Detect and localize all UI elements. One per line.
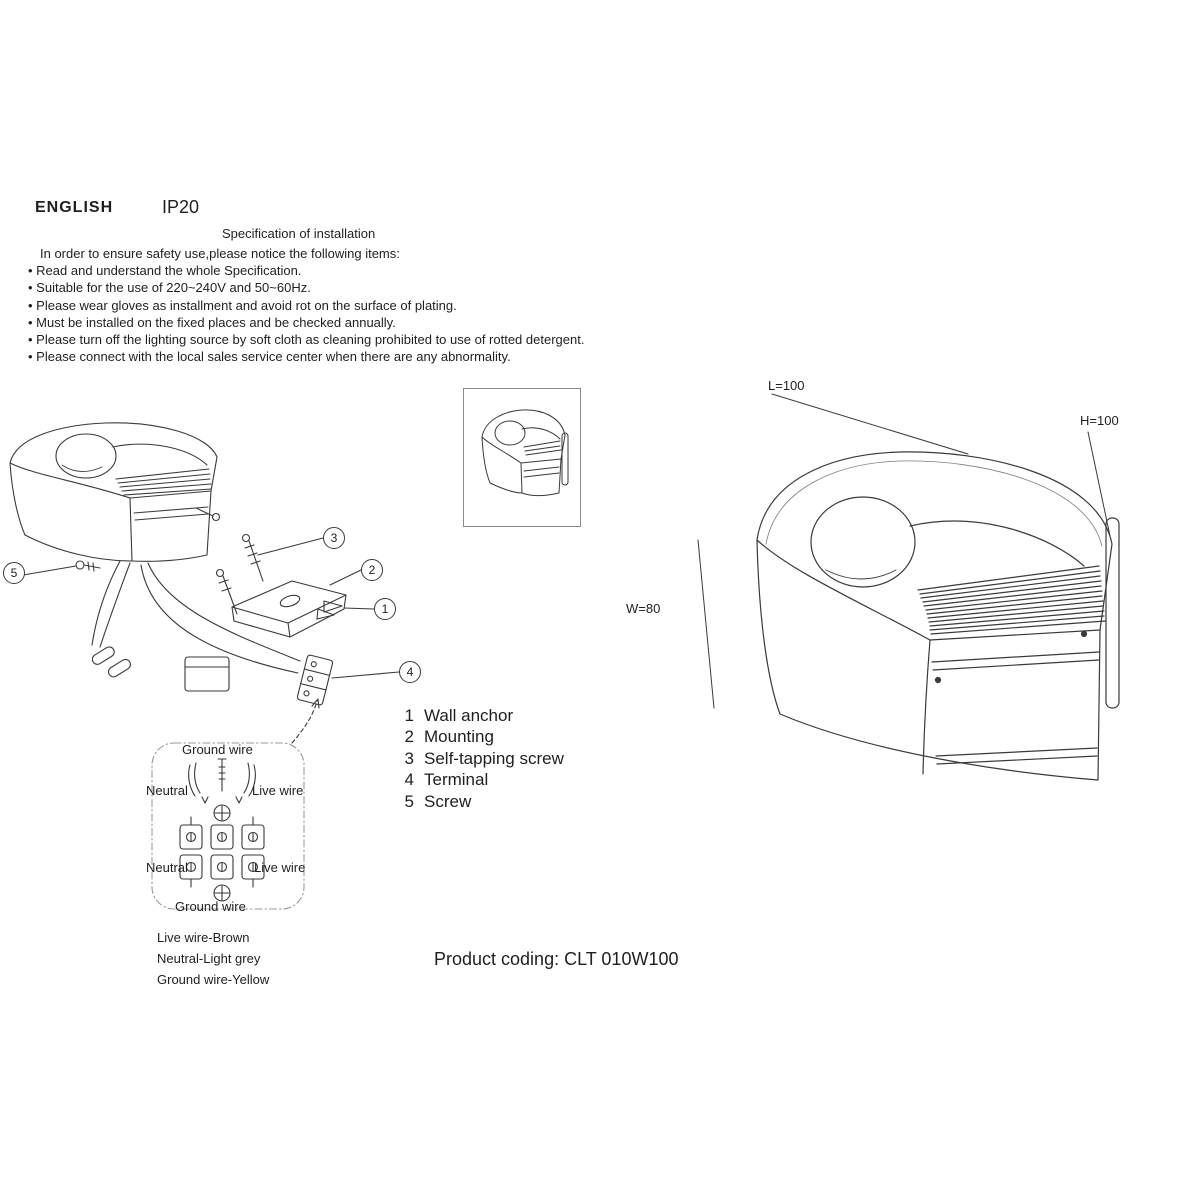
- part-number: 2: [404, 727, 414, 747]
- exploded-view-illustration: [9, 422, 400, 744]
- wire-label-neutral-bottom: Neutral: [146, 860, 188, 875]
- part-row: 4 Terminal: [400, 770, 564, 792]
- dimension-illustration: [697, 393, 1120, 781]
- dim-label-length: L=100: [768, 378, 805, 393]
- part-row: 3 Self-tapping screw: [400, 748, 564, 770]
- wire-label-ground-top: Ground wire: [182, 742, 253, 757]
- wiring-terminal-illustration: [151, 742, 305, 910]
- wire-label-neutral-top: Neutral: [146, 783, 188, 798]
- product-thumbnail-illustration: [481, 409, 569, 497]
- callout-3: 3: [323, 527, 345, 549]
- part-label: Terminal: [424, 770, 489, 790]
- callout-1: 1: [374, 598, 396, 620]
- dim-label-width: W=80: [626, 601, 661, 616]
- wire-label-live-bottom: Live wire: [254, 860, 306, 875]
- callout-2: 2: [361, 559, 383, 581]
- ip-rating-label: IP20: [162, 197, 200, 217]
- part-label: Wall anchor: [424, 705, 514, 725]
- part-label: Mounting: [424, 727, 494, 747]
- language-label: ENGLISH: [35, 199, 114, 216]
- safety-item: Please wear gloves as installment and av…: [28, 297, 584, 314]
- product-thumbnail-frame: [463, 388, 581, 527]
- part-row: 1 Wall anchor: [400, 705, 564, 727]
- part-row: 5 Screw: [400, 791, 564, 813]
- part-label: Self-tapping screw: [424, 748, 564, 768]
- part-number: 4: [404, 770, 414, 790]
- part-number: 3: [404, 748, 414, 768]
- part-number: 1: [404, 705, 414, 725]
- callout-4: 4: [399, 661, 421, 683]
- product-coding: Product coding: CLT 010W100: [434, 949, 679, 969]
- part-number: 5: [404, 791, 414, 811]
- safety-item: Read and understand the whole Specificat…: [28, 262, 584, 279]
- safety-item: Must be installed on the fixed places an…: [28, 314, 584, 331]
- safety-list: Read and understand the whole Specificat…: [28, 262, 584, 366]
- legend-ground: Ground wire-Yellow: [157, 972, 270, 987]
- callout-5: 5: [3, 562, 25, 584]
- wire-label-ground-bottom: Ground wire: [175, 899, 246, 914]
- wire-color-legend: Live wire-Brown Neutral-Light grey Groun…: [157, 930, 269, 993]
- part-label: Screw: [424, 791, 472, 811]
- parts-list: 1 Wall anchor 2 Mounting 3 Self-tapping …: [400, 705, 564, 813]
- legend-live: Live wire-Brown: [157, 930, 250, 945]
- part-row: 2 Mounting: [400, 727, 564, 749]
- legend-neutral: Neutral-Light grey: [157, 951, 261, 966]
- dim-label-height: H=100: [1080, 413, 1119, 428]
- safety-item: Please connect with the local sales serv…: [28, 348, 584, 365]
- safety-intro: In order to ensure safety use,please not…: [40, 246, 400, 261]
- safety-item: Please turn off the lighting source by s…: [28, 331, 584, 348]
- wire-label-live-top: Live wire: [252, 783, 304, 798]
- safety-item: Suitable for the use of 220~240V and 50~…: [28, 279, 584, 296]
- doc-title: Specification of installation: [222, 226, 376, 241]
